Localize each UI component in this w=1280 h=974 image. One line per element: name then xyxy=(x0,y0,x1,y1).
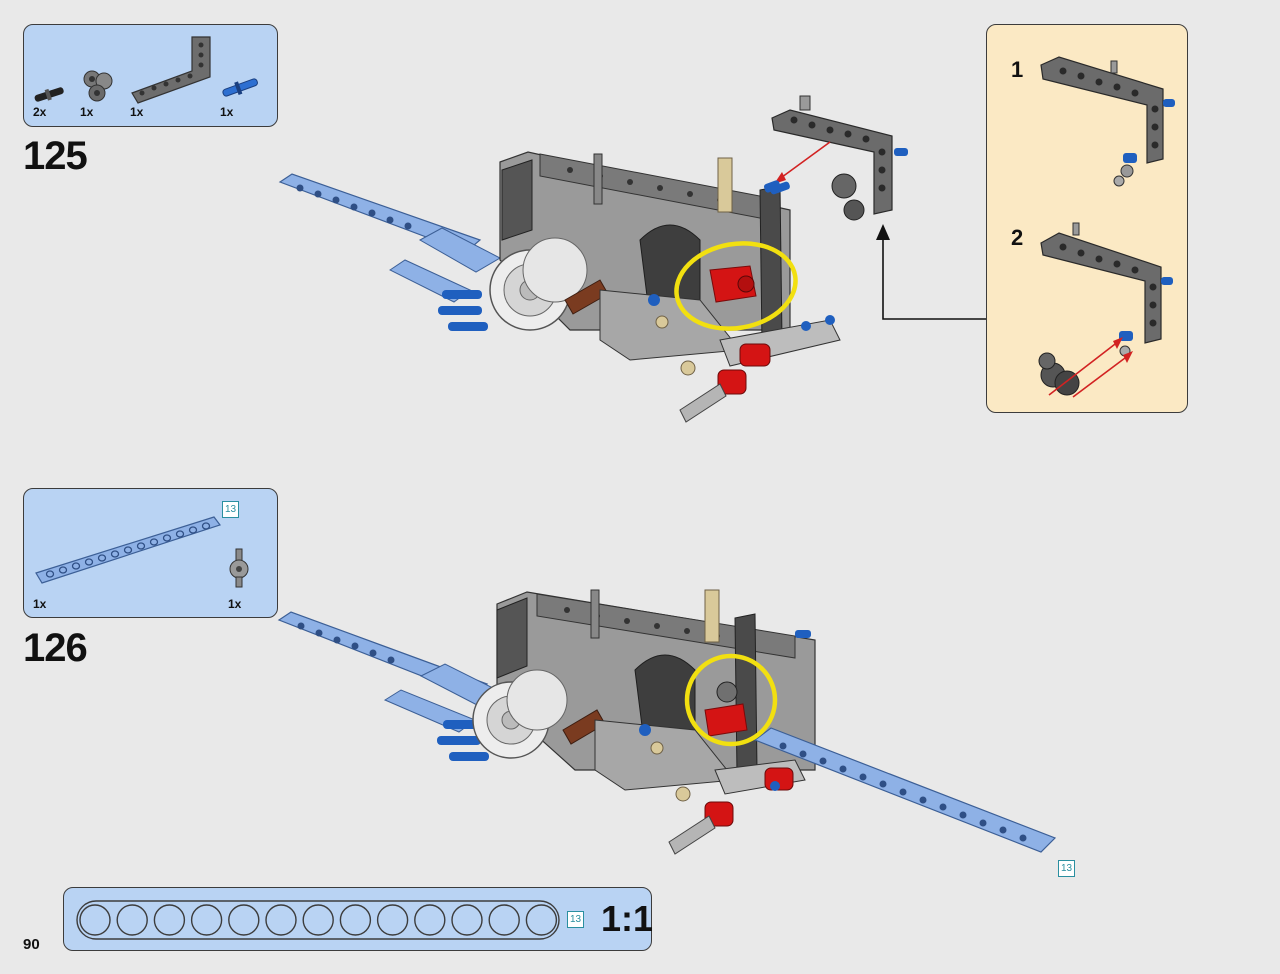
model-length-tag: 13 xyxy=(1058,860,1075,877)
scale-label: 1:1 xyxy=(601,898,654,939)
ruler-length-tag: 13 xyxy=(567,911,584,928)
parts-list-box-step-125: 2x 1x 1x 1x xyxy=(23,24,278,127)
part-qty: 1x xyxy=(228,597,242,611)
model-illustration-step-125 xyxy=(278,151,841,423)
callout-step2-illustration xyxy=(1038,222,1173,398)
blue-axle-pin-icon xyxy=(222,78,258,97)
sub-step-number: 2 xyxy=(1011,225,1024,250)
l-beam-attach-arrow xyxy=(763,95,908,221)
part-qty: 2x xyxy=(33,105,47,119)
callout-arrow xyxy=(876,224,988,320)
part-qty: 1x xyxy=(80,105,94,119)
callout-step1-illustration xyxy=(1040,56,1175,187)
step-number: 125 xyxy=(23,134,88,178)
part-qty: 1x xyxy=(33,597,47,611)
ruler-hole xyxy=(414,904,446,936)
ruler-hole xyxy=(153,904,186,936)
part-qty: 1x xyxy=(220,105,234,119)
ruler-hole xyxy=(265,904,297,936)
parts-list-box-step-126: 13 1x 1x xyxy=(23,488,278,618)
ruler-hole xyxy=(525,904,558,936)
black-connector-pin-icon xyxy=(34,87,64,102)
part-qty: 1x xyxy=(130,105,144,119)
ruler-beam xyxy=(76,900,560,940)
ruler-hole xyxy=(190,904,223,936)
ruler-hole xyxy=(339,904,372,936)
gray-triple-connector-icon xyxy=(83,70,113,102)
blue-beam-13-icon xyxy=(35,516,221,584)
ruler-hole xyxy=(116,904,148,936)
gray-pin-connector-icon xyxy=(229,548,249,588)
gray-l-beam-icon xyxy=(131,36,211,104)
page-number: 90 xyxy=(23,936,40,953)
sub-assembly-callout: 1 2 xyxy=(986,24,1188,413)
ruler-hole xyxy=(79,904,111,936)
ruler-hole xyxy=(228,904,260,936)
ruler-hole xyxy=(302,904,334,936)
ruler-hole xyxy=(376,904,409,936)
step-number: 126 xyxy=(23,626,88,670)
sub-step-number: 1 xyxy=(1011,57,1024,82)
scale-ruler-box: 13 1:1 xyxy=(63,887,654,951)
length-tag: 13 xyxy=(222,501,239,518)
ruler-hole xyxy=(488,904,520,936)
model-illustration-step-126 xyxy=(277,589,1057,855)
ruler-hole xyxy=(451,904,483,936)
